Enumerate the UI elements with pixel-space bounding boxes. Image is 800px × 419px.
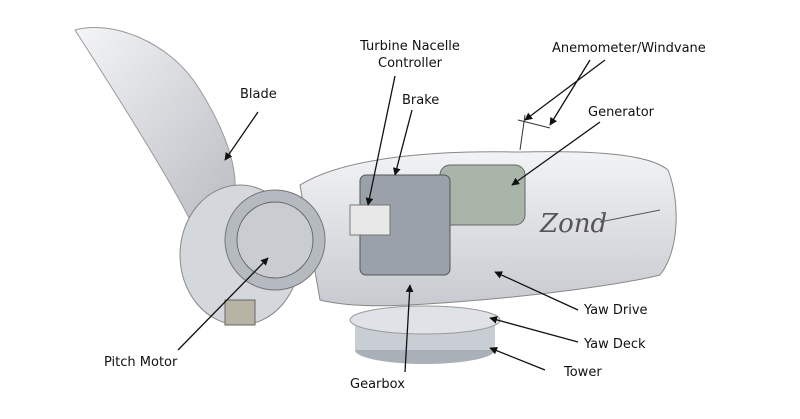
leader-lines xyxy=(177,59,606,373)
label-gearbox: Gearbox xyxy=(350,377,405,392)
label-yaw-drive: Yaw Drive xyxy=(584,303,648,318)
label-controller-line2: Controller xyxy=(378,56,442,71)
zond-logo: Zond xyxy=(539,209,607,239)
controller xyxy=(349,204,391,236)
label-generator: Generator xyxy=(588,105,655,120)
generator xyxy=(439,164,526,226)
anemometer-windvane xyxy=(517,114,551,151)
label-blade: Blade xyxy=(240,87,277,102)
label-controller-line1: Turbine Nacelle xyxy=(360,39,460,54)
label-anemometer-windvane: Anemometer/Windvane xyxy=(552,41,706,56)
blade xyxy=(74,27,236,221)
label-yaw-deck: Yaw Deck xyxy=(584,337,646,352)
label-tower: Tower xyxy=(564,365,602,380)
label-pitch-motor: Pitch Motor xyxy=(104,355,178,370)
tower xyxy=(349,305,501,364)
label-turbine-nacelle-controller: Turbine Nacelle Controller xyxy=(350,38,470,72)
hub xyxy=(179,184,326,326)
label-brake: Brake xyxy=(402,93,440,108)
